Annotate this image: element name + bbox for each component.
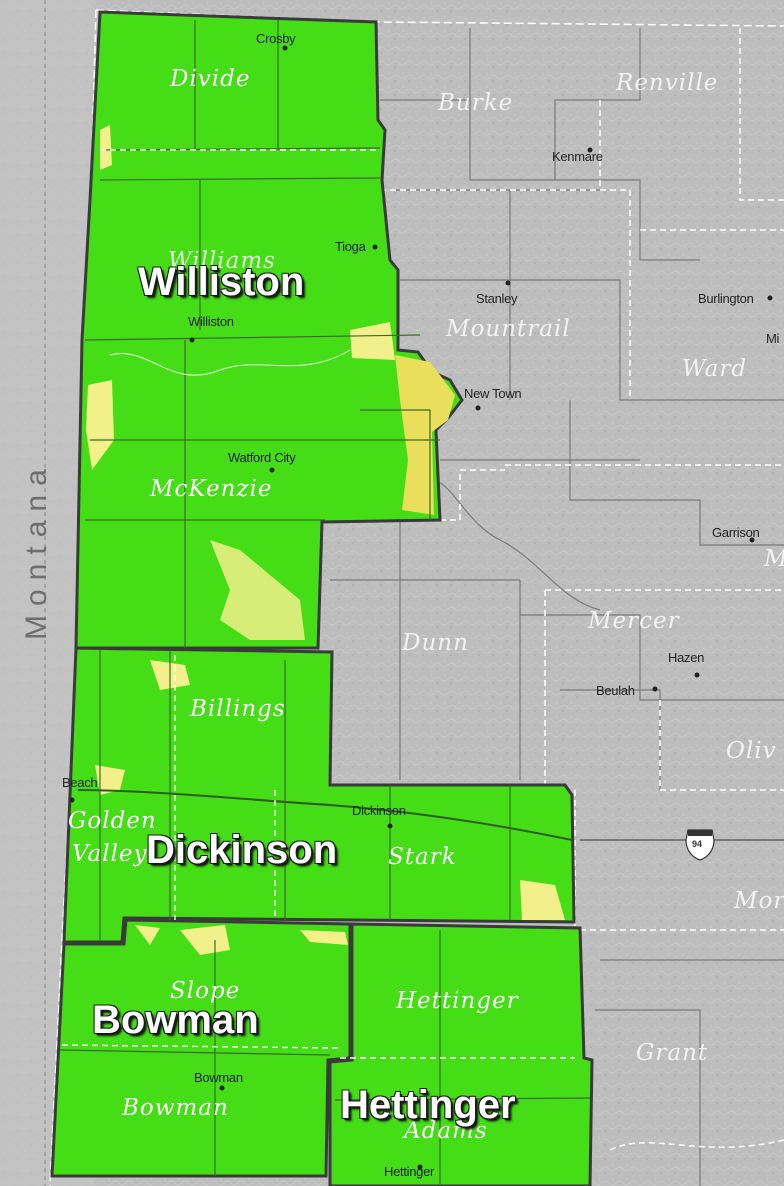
county-label-ward: Ward xyxy=(682,356,748,382)
county-lines-green xyxy=(59,20,591,1186)
county-label-divide: Divide xyxy=(170,66,251,92)
town-label-hettinger: Hettinger xyxy=(384,1164,435,1179)
county-label-mercer: Mercer xyxy=(588,608,680,634)
county-label-adams: Adams xyxy=(404,1118,488,1144)
town-label-new-town: New Town xyxy=(464,386,522,401)
district-areas xyxy=(50,10,594,1186)
town-label-beulah: Beulah xyxy=(596,683,635,698)
county-label-stark: Stark xyxy=(388,844,457,870)
town-label-minot: Mi xyxy=(766,331,780,346)
county-label-billings: Billings xyxy=(190,696,286,722)
town-label-burlington: Burlington xyxy=(698,291,754,306)
county-label-morton: Mor xyxy=(734,888,784,914)
interstate-shield xyxy=(685,829,715,861)
county-label-slope: Slope xyxy=(170,978,241,1004)
town-label-dickinson: Dickinson xyxy=(352,803,406,818)
county-label-renville: Renville xyxy=(616,70,719,96)
state-label-montana: Montana xyxy=(20,460,53,640)
yellow-areas xyxy=(86,125,565,955)
county-label-valley: Valley xyxy=(72,841,148,867)
county-label-mountrail: Mountrail xyxy=(446,316,571,342)
county-label-oliver: Oliv xyxy=(726,738,777,764)
county-label-mclean: M xyxy=(764,548,784,571)
town-label-williston: Williston xyxy=(188,314,234,329)
county-label-dunn: Dunn xyxy=(402,630,469,656)
district-area-dickinson xyxy=(62,646,576,944)
interstate-number: 94 xyxy=(692,839,703,849)
county-label-grant: Grant xyxy=(636,1040,709,1066)
county-label-mckenzie: McKenzie xyxy=(150,476,273,502)
county-label-hettinger: Hettinger xyxy=(396,988,519,1014)
district-label-dickinson: Dickinson xyxy=(146,828,338,872)
district-label-williston: Williston xyxy=(138,260,305,304)
county-boundaries-dashed xyxy=(330,28,784,1186)
town-label-kenmare: Kenmare xyxy=(552,149,603,164)
town-dots xyxy=(69,45,773,1170)
town-label-watford-city: Watford City xyxy=(228,450,296,465)
county-lines-gray xyxy=(330,28,784,1186)
town-label-crosby: Crosby xyxy=(256,31,296,46)
town-label-tioga: Tioga xyxy=(335,239,366,254)
county-label-bowman: Bowman xyxy=(122,1095,229,1121)
county-label-williams: Williams xyxy=(168,248,276,274)
town-label-hazen: Hazen xyxy=(668,650,705,665)
town-label-bowman: Bowman xyxy=(194,1070,243,1085)
town-label-stanley: Stanley xyxy=(476,291,518,306)
district-label-bowman: Bowman xyxy=(92,998,259,1042)
district-label-hettinger: Hettinger xyxy=(340,1083,516,1127)
county-label-golden: Golden xyxy=(68,808,157,834)
district-area-hettinger xyxy=(328,922,594,1186)
county-label-burke: Burke xyxy=(438,90,514,116)
county-boundaries-green-dashed xyxy=(61,149,575,1059)
town-label-garrison: Garrison xyxy=(712,525,760,540)
town-label-beach: Beach xyxy=(62,775,98,790)
